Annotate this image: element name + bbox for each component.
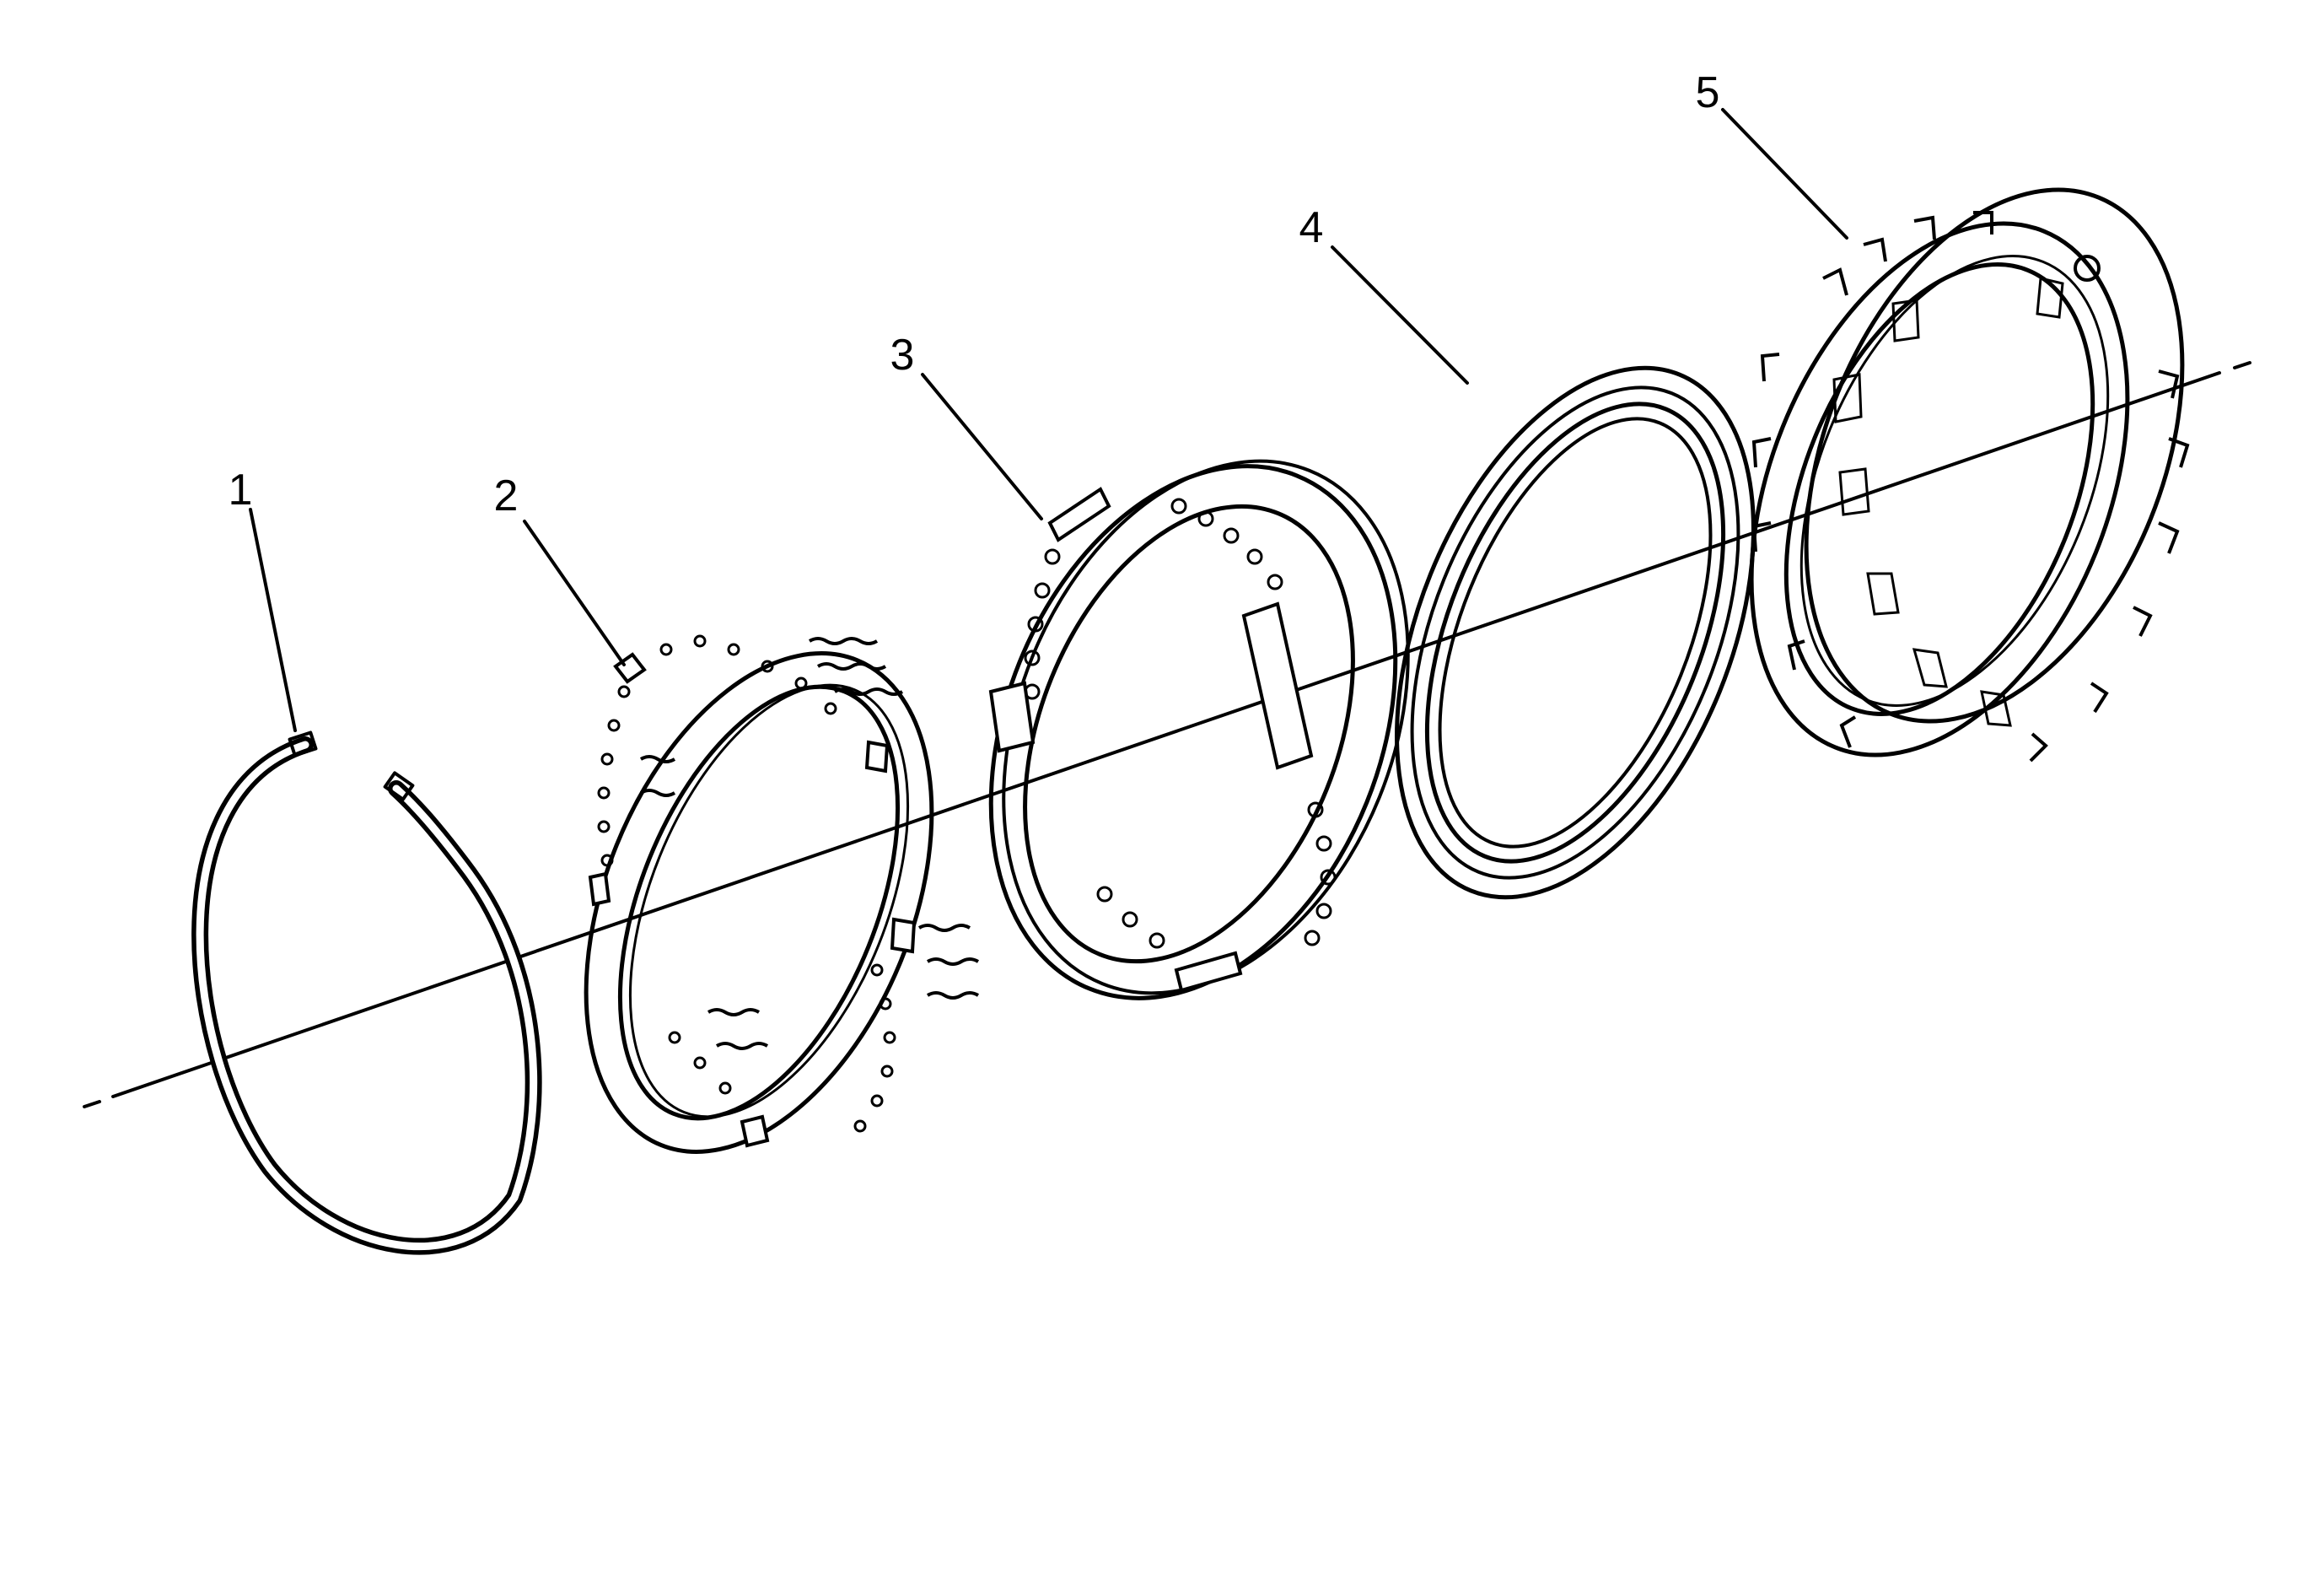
callout-5: 5 (1696, 68, 1848, 240)
part-2-spring-ring (584, 634, 980, 1154)
part-3-holes (1024, 498, 1337, 949)
callout-label-3: 3 (890, 331, 915, 380)
callout-4: 4 (1299, 203, 1469, 385)
part-1-snap-ring (191, 730, 542, 1255)
callout-label-4: 4 (1299, 203, 1324, 252)
callout-1: 1 (229, 466, 297, 732)
part-3-pads (988, 487, 1314, 993)
part-3-pad-ring (988, 459, 1410, 1000)
part-4-thin-ring (1395, 365, 1756, 900)
part-5-inner-teeth (1832, 277, 2064, 727)
callout-label-2: 2 (494, 472, 519, 520)
part-2-springs (639, 637, 980, 1050)
part-5-splines (1751, 211, 2190, 763)
callout-3: 3 (890, 331, 1043, 520)
part-2-tabs (588, 652, 917, 1148)
part-5-splined-housing (1749, 187, 2190, 763)
part-2-holes (597, 634, 896, 1133)
callout-2: 2 (494, 472, 626, 666)
callout-label-1: 1 (229, 466, 253, 515)
callout-label-5: 5 (1696, 68, 1720, 117)
